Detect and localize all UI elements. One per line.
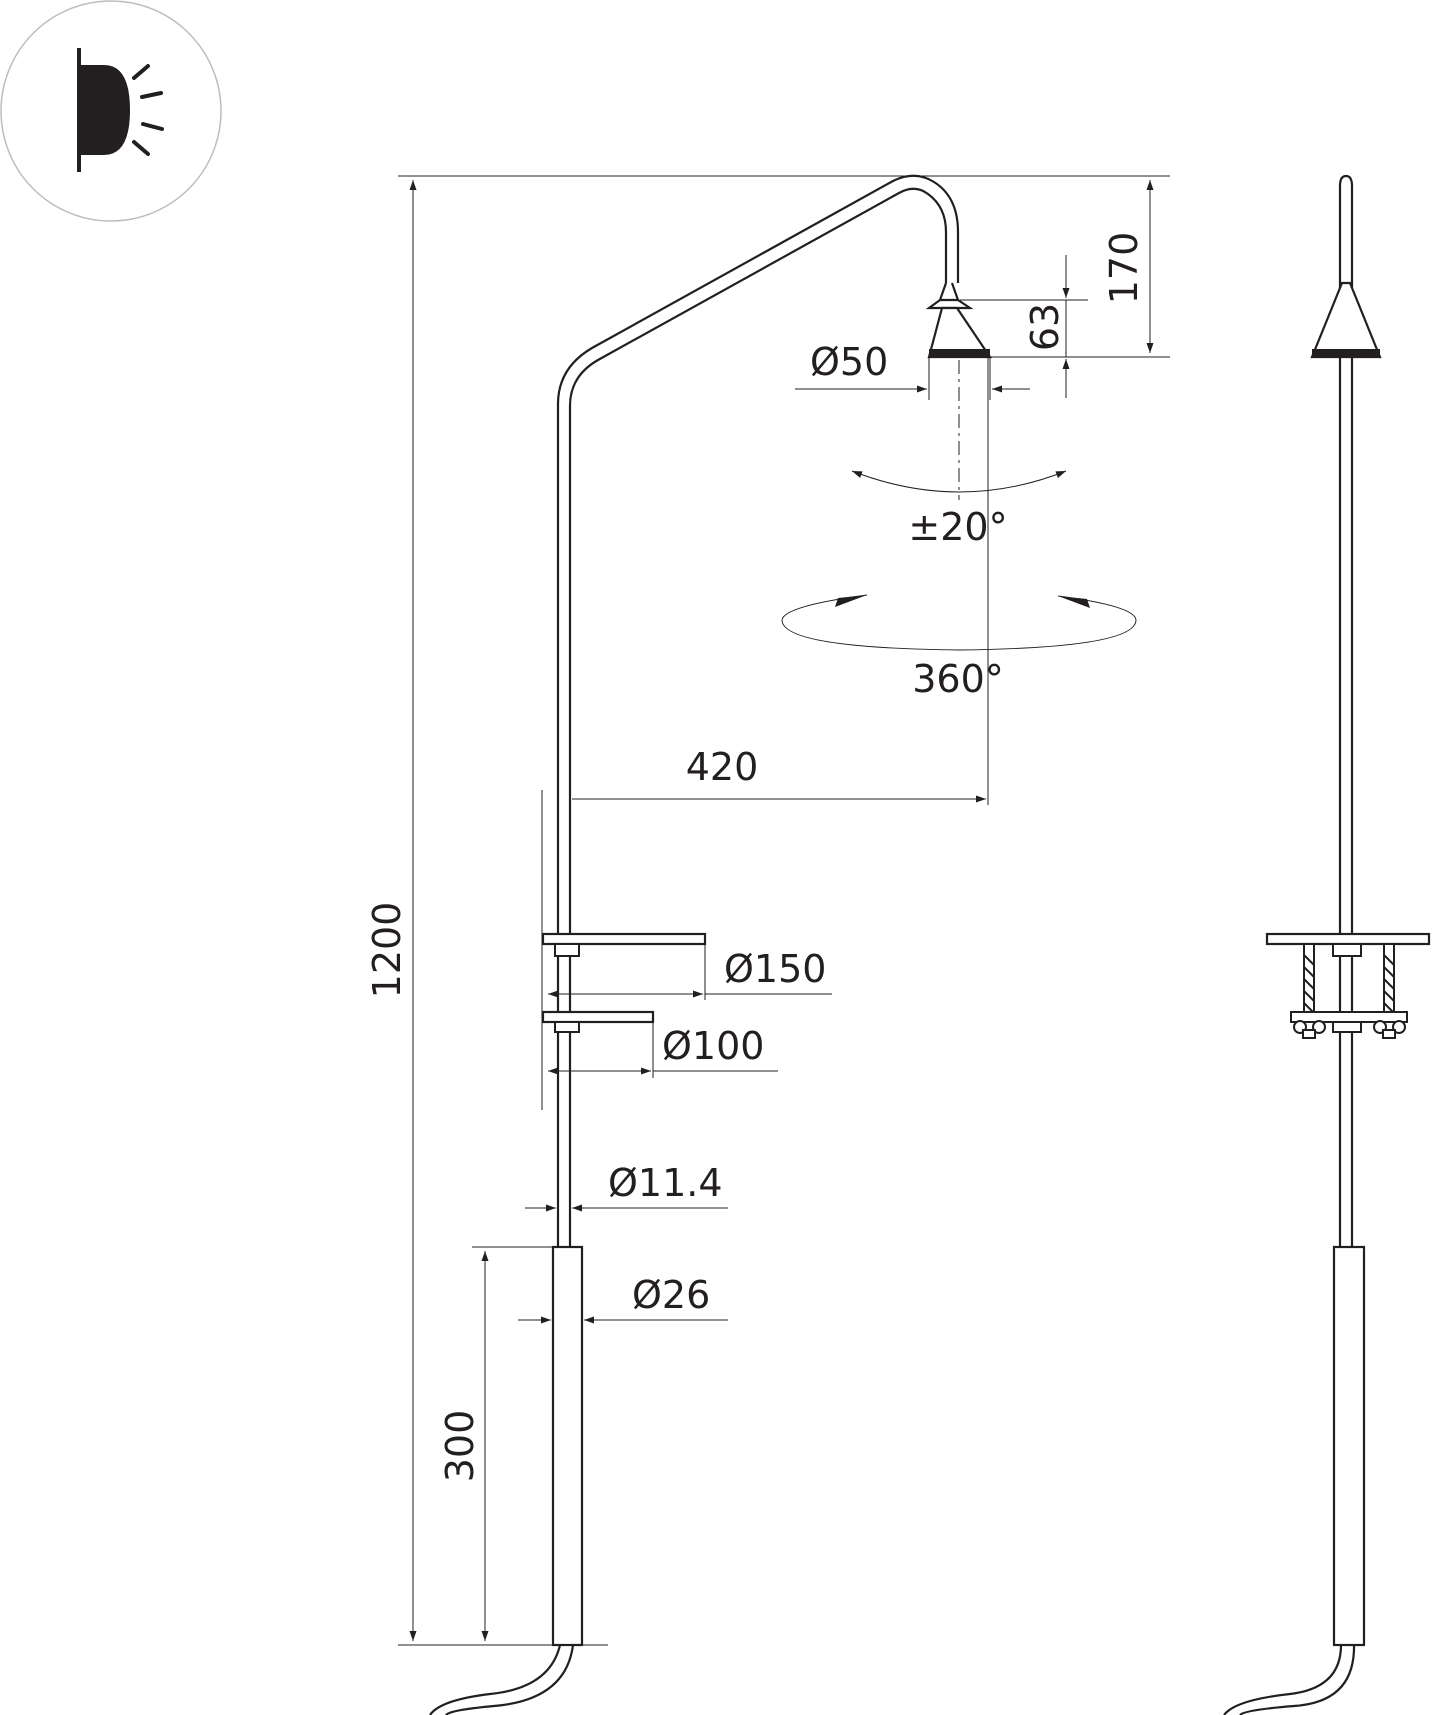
lamp-front-view (429, 174, 993, 1715)
label-top-height: 170 (1102, 232, 1146, 305)
dimension-lines (398, 175, 1170, 1646)
label-total-height: 1200 (365, 902, 409, 999)
label-lower-clamp-diameter: Ø100 (662, 1024, 764, 1068)
label-shade-height: 63 (1023, 303, 1067, 351)
wall-lamp-icon (0, 0, 222, 222)
label-upper-clamp-diameter: Ø150 (724, 947, 826, 991)
label-rod-diameter: Ø11.4 (608, 1161, 723, 1205)
label-grip-diameter: Ø26 (632, 1273, 710, 1317)
label-grip-length: 300 (438, 1410, 482, 1483)
lamp-side-view (1223, 174, 1431, 1715)
dimension-labels: 1200 170 63 Ø50 ±20° 360° 420 Ø150 Ø100 … (365, 232, 1146, 1483)
label-shade-diameter: Ø50 (810, 340, 888, 384)
label-rotation-angle: 360° (912, 657, 1004, 701)
label-tilt-angle: ±20° (908, 505, 1007, 549)
label-reach: 420 (686, 745, 759, 789)
